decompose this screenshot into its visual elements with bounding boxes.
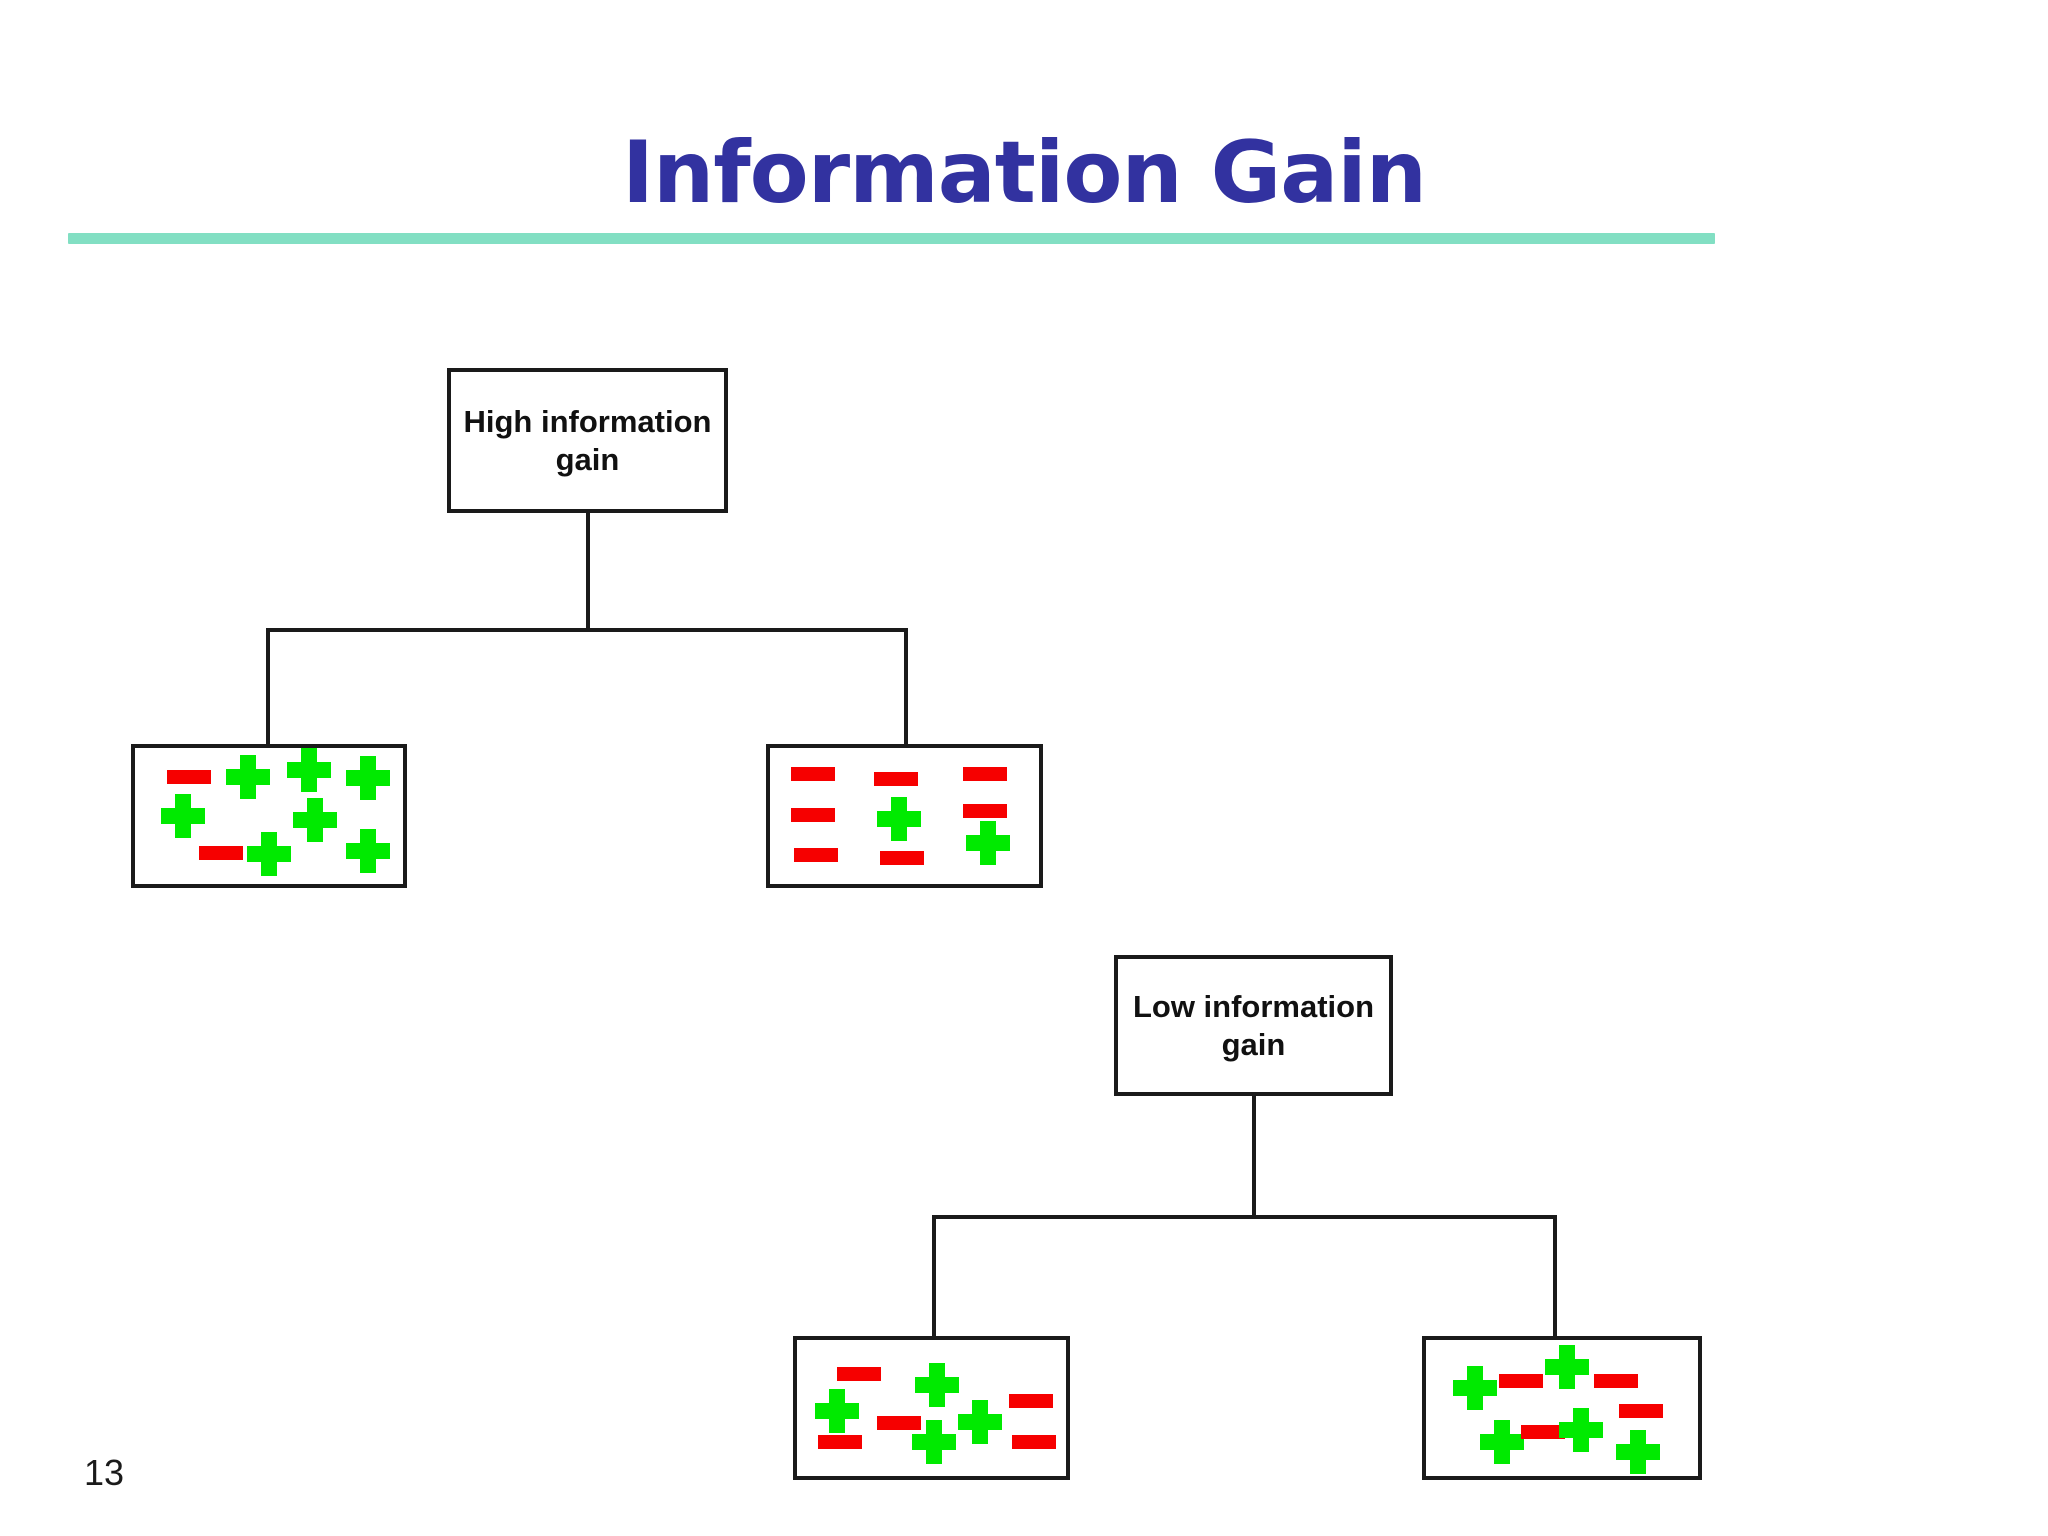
plus-symbol bbox=[287, 747, 332, 792]
leaf-low-gain-left[interactable] bbox=[793, 1336, 1070, 1480]
plus-symbol bbox=[225, 754, 270, 799]
label-line-1: Low information bbox=[1132, 988, 1375, 1024]
minus-symbol bbox=[836, 1367, 881, 1381]
minus-symbol bbox=[791, 766, 836, 781]
plus-symbol bbox=[914, 1362, 959, 1407]
minus-symbol bbox=[874, 772, 919, 787]
plus-symbol bbox=[965, 821, 1010, 866]
plus-symbol bbox=[1480, 1420, 1525, 1464]
minus-symbol bbox=[1499, 1373, 1544, 1388]
connector-low-gain-crossbar bbox=[932, 1215, 1557, 1219]
leaf-low-gain-right[interactable] bbox=[1422, 1336, 1702, 1480]
minus-symbol bbox=[879, 851, 924, 866]
plus-symbol bbox=[292, 798, 337, 843]
minus-symbol bbox=[818, 1435, 863, 1449]
plus-symbol bbox=[1559, 1407, 1604, 1452]
plus-symbol bbox=[1616, 1429, 1661, 1474]
minus-symbol bbox=[1520, 1425, 1565, 1440]
plus-symbol bbox=[815, 1388, 860, 1433]
plus-symbol bbox=[1545, 1345, 1590, 1390]
plus-symbol bbox=[247, 832, 291, 877]
label-line-2: gain bbox=[555, 441, 620, 477]
label-line-1: High information bbox=[463, 403, 712, 439]
minus-symbol bbox=[1011, 1435, 1056, 1449]
minus-symbol bbox=[877, 1415, 922, 1430]
connector-high-gain-right-drop bbox=[904, 628, 908, 746]
title-divider-rule bbox=[68, 233, 1715, 244]
plus-symbol bbox=[877, 796, 922, 841]
label-line-2: gain bbox=[1221, 1026, 1286, 1062]
plus-symbol bbox=[161, 794, 206, 838]
plus-symbol bbox=[1452, 1365, 1497, 1410]
connector-high-gain-crossbar bbox=[266, 628, 908, 632]
connector-high-gain-left-drop bbox=[266, 628, 270, 746]
minus-symbol bbox=[1618, 1403, 1663, 1418]
page-number: 13 bbox=[84, 1452, 125, 1493]
minus-symbol bbox=[963, 803, 1008, 818]
minus-symbol bbox=[791, 807, 836, 822]
plus-symbol bbox=[957, 1399, 1002, 1444]
leaf-high-gain-right[interactable] bbox=[766, 744, 1043, 888]
minus-symbol bbox=[198, 845, 243, 860]
minus-symbol bbox=[166, 769, 211, 784]
plus-symbol bbox=[346, 755, 391, 800]
leaf-high-gain-left[interactable] bbox=[131, 744, 407, 888]
page-title: Information Gain bbox=[622, 123, 1427, 223]
connector-low-gain-left-drop bbox=[932, 1215, 936, 1339]
plus-symbol bbox=[912, 1420, 957, 1464]
minus-symbol bbox=[1009, 1394, 1054, 1409]
connector-low-gain-stem bbox=[1252, 1095, 1256, 1219]
plus-symbol bbox=[346, 829, 391, 874]
connector-low-gain-right-drop bbox=[1553, 1215, 1557, 1339]
minus-symbol bbox=[793, 848, 838, 863]
connector-high-gain-stem bbox=[586, 512, 590, 632]
minus-symbol bbox=[963, 766, 1008, 781]
minus-symbol bbox=[1594, 1373, 1639, 1388]
